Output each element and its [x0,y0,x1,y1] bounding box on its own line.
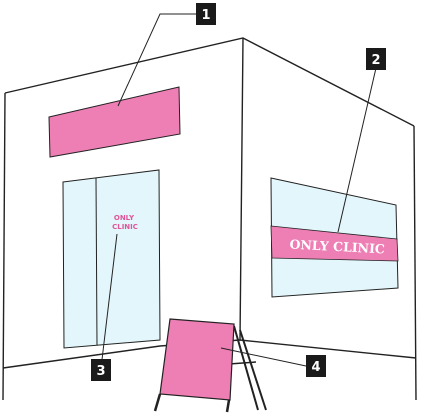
building-corner-edge [239,37,244,341]
callout-3-number: 3 [96,364,105,379]
door-lettering-line2: CLINIC [112,223,138,231]
leader-lines [100,13,377,369]
window-banner [270,225,399,262]
building-right-edge [413,125,417,401]
callout-4: 4 [306,355,326,377]
a-frame-front-leg-right [225,399,231,413]
facade-sign-board [48,86,181,158]
door-lettering-line1: ONLY [114,214,135,222]
window-banner-text: ONLY CLINIC [289,237,385,257]
a-frame-back-leg-right [239,329,267,411]
callout-4-number: 4 [311,360,320,375]
a-frame-crossbar [228,361,257,365]
callout-2-number: 2 [371,53,380,68]
callout-4-box [306,355,326,377]
callout-2: 2 [366,48,386,70]
door-glass [62,169,161,349]
callout-2-box [366,48,386,70]
leader-line-2 [337,67,377,233]
a-frame-front-leg-left [153,393,162,412]
a-frame-back-leg-left [233,325,259,411]
callout-1-number: 1 [201,8,210,23]
callout-3: 3 [91,359,111,381]
leader-line-1 [117,13,196,107]
door-divider [95,177,98,346]
glass-door: ONLY CLINIC [62,169,161,349]
side-window: ONLY CLINIC [270,177,399,298]
callout-1: 1 [196,3,216,25]
a-frame-sign [153,318,267,413]
callout-3-box [91,359,111,381]
a-frame-board [159,318,235,401]
building-left-edge [2,92,6,401]
leader-line-4 [220,347,307,367]
callout-1-box [196,3,216,25]
leader-line-3 [100,233,118,369]
